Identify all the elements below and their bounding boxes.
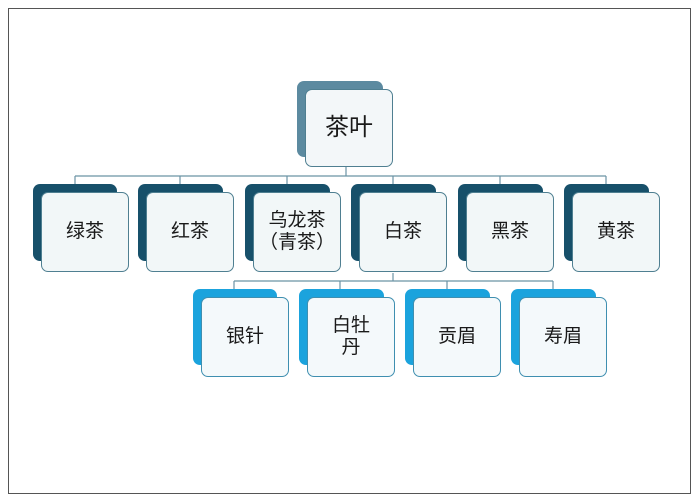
node-label: 贡眉 [413,297,501,377]
node-gongmei: 贡眉 [405,289,502,377]
node-label: 寿眉 [519,297,607,377]
node-white-tea: 白茶 [351,184,448,273]
node-dark-tea: 黑茶 [458,184,555,273]
node-white-peony: 白牡 丹 [299,289,396,377]
node-silver-needle: 银针 [193,289,289,377]
node-label: 茶叶 [305,89,393,167]
node-label: 白牡 丹 [307,297,395,377]
node-yellow-tea: 黄茶 [564,184,661,273]
node-label: 黄茶 [572,192,660,272]
node-label: 绿茶 [41,192,129,272]
node-oolong-tea: 乌龙茶 （青茶） [245,184,342,273]
node-label: 红茶 [146,192,234,272]
node-root-tea: 茶叶 [297,81,395,169]
node-label: 乌龙茶 （青茶） [253,192,341,272]
node-label: 银针 [201,297,289,377]
node-shoumei: 寿眉 [511,289,608,377]
node-label: 白茶 [359,192,447,272]
node-green-tea: 绿茶 [33,184,129,273]
node-label: 黑茶 [466,192,554,272]
node-black-tea: 红茶 [138,184,235,273]
